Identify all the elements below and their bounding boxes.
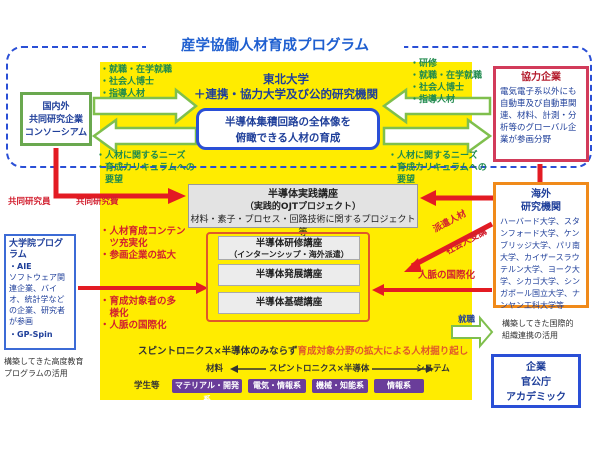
top-left-list: ・就職・在学就職 ・社会人博士 ・指導人材 — [100, 64, 172, 100]
grad-item-gpspin: ・GP-Spin — [9, 330, 53, 339]
practice-title: 半導体実践講座 — [268, 189, 338, 200]
domestic-consortium-box: 国内外 共同研究企業 コンソーシアム — [20, 92, 92, 146]
training-sub: （インターンシップ・海外派遣） — [229, 250, 349, 259]
left-need-item: ・人材に関するニーズ — [96, 151, 186, 161]
training-course: 半導体研修講座 （インターンシップ・海外派遣） — [218, 236, 360, 260]
axis-label-spin: スピントロニクス×半導体 — [266, 363, 373, 375]
goal-box: 半導体集積回路の全体像を 俯瞰できる人材の育成 — [196, 108, 380, 150]
top-right-item: ・研修 — [410, 59, 438, 69]
joint-research-arrow — [53, 148, 170, 199]
destination-item: 官公庁 — [521, 377, 551, 388]
lecture-bracket — [206, 232, 370, 322]
arrow-right-top-left — [92, 87, 199, 125]
partner-title: 協力企業 — [521, 72, 561, 83]
middle-bullet: ツ充実化 — [100, 238, 148, 249]
partner-arrowhead — [420, 190, 436, 206]
grad-caption-line: 構築してきた高度教育 — [4, 357, 84, 366]
destination-item: 企業 — [526, 362, 546, 373]
top-left-item: ・就職・在学就職 — [100, 65, 173, 75]
grad-item-aie: ・AIE — [9, 262, 32, 271]
goal-line-1: 半導体集積回路の全体像を — [225, 116, 351, 128]
right-needs-list: ・人材に関するニーズ ・育成カリキュラムへの 要望 — [388, 150, 487, 186]
middle-bullet: ・人脈の国際化 — [100, 320, 167, 331]
destination-item: アカデミック — [506, 392, 566, 403]
training-title: 半導体研修講座 — [255, 238, 323, 249]
right-need-item: ・人材に関するニーズ — [388, 151, 478, 161]
employment-arrow — [451, 315, 494, 349]
intl-caption-line: 組織連携の活用 — [502, 331, 558, 340]
left-needs-list: ・人材に関するニーズ ・育成カリキュラムへの 要望 — [96, 150, 195, 186]
grad-title: 大学院プログラム — [9, 239, 64, 260]
university-partners: ＋連携・協力大学及び公的研究機関 — [194, 87, 378, 101]
intl-caption-line: 構築してきた国際的 — [502, 319, 574, 328]
intl-arrowhead — [372, 284, 384, 296]
partner-companies-box: 協力企業 電気電子系以外にも自動車及び自動車関連、材料、計測・分析等のグローバル… — [493, 66, 589, 162]
consortium-line-1: 国内外 — [42, 102, 70, 112]
top-left-item: ・指導人材 — [100, 89, 146, 99]
top-left-item: ・社会人博士 — [100, 77, 155, 87]
grad-item-desc: ソフトウェア関連企業、バイオ、統計学などの企業、研究者が参画 — [9, 273, 65, 326]
practice-sub: （実践的OJTプロジェクト） — [244, 202, 362, 212]
dispatch-arrowhead — [404, 258, 422, 272]
middle-bullet: 様化 — [100, 308, 129, 319]
spin-line: スピントロニクス×半導体のみならず育成対象分野の拡大による人材掘り起し — [138, 346, 468, 358]
development-course: 半導体発展講座 — [218, 264, 360, 286]
dispatch-arrow — [410, 221, 494, 269]
consortium-line-3: コンソーシアム — [24, 128, 88, 138]
partner-text: 電気電子系以外にも自動車及び自動車関連、材料、計測・分析等のグローバル企業が参画… — [500, 87, 577, 145]
graduate-program-box: 大学院プログラム ・AIE ソフトウェア関連企業、バイオ、統計学などの企業、研究… — [4, 234, 76, 350]
top-right-item: ・社会人博士 — [410, 83, 465, 93]
practice-course-box: 半導体実践講座 （実践的OJTプロジェクト） 材料・素子・プロセス・回路技術に関… — [188, 184, 418, 238]
chip-mechanical: 機械・知能系 — [312, 379, 368, 393]
middle-bullets-bottom: ・育成対象者の多 様化 ・人脈の国際化 — [100, 296, 176, 332]
employment-label: 就職 — [458, 315, 476, 325]
overseas-text: ハーバード大学、スタンフォード大学、ケンブリッジ大学、パリ南大学、カイザースラウ… — [500, 217, 580, 310]
grad-caption-line: プログラムの活用 — [4, 369, 68, 378]
axis-arrowhead — [426, 365, 434, 373]
arrow-right-bottom-right — [382, 117, 493, 155]
intl-network-label: 人脈の国際化 — [418, 270, 476, 281]
left-need-item: 要望 — [96, 175, 124, 185]
arrow-left-bottom-left — [91, 117, 198, 155]
axis-arrowhead-left — [230, 365, 238, 373]
top-right-item: ・就職・在学就職 — [410, 71, 483, 81]
axis-label-system: システム — [416, 364, 450, 374]
overseas-title: 海外 研究機関 — [521, 189, 561, 213]
grad-caption: 構築してきた高度教育 プログラムの活用 — [4, 356, 84, 380]
joint-researcher-label: 共同研究員 — [8, 197, 51, 207]
arrow-left-top-right — [381, 87, 492, 125]
joint-research-arrowhead — [168, 188, 186, 204]
right-need-item: ・育成カリキュラムへの — [388, 163, 487, 173]
chip-information: 情報系 — [374, 379, 424, 393]
university-heading: 東北大学 ＋連携・協力大学及び公的研究機関 — [120, 72, 452, 102]
axis-label-materials: 材料 — [206, 364, 224, 374]
right-need-item: 要望 — [388, 175, 416, 185]
intl-caption: 構築してきた国際的 組織連携の活用 — [502, 318, 574, 342]
chip-electrical: 電気・情報系 — [248, 379, 306, 393]
middle-bullet: ・参画企業の拡大 — [100, 250, 177, 261]
destinations-box: 企業 官公庁 アカデミック — [491, 354, 581, 408]
top-right-item: ・指導人材 — [410, 95, 456, 105]
middle-bullet: ・人材育成コンテン — [100, 226, 186, 237]
university-name: 東北大学 — [263, 72, 309, 86]
consortium-line-2: 共同研究企業 — [28, 115, 83, 125]
middle-bullet: ・育成対象者の多 — [100, 296, 177, 307]
program-title: 産学協働人材育成プログラム — [146, 36, 404, 56]
left-need-item: ・育成カリキュラムへの — [96, 163, 195, 173]
spin-line-orange: 育成対象分野の拡大による人材掘り起し — [297, 346, 469, 357]
top-right-list: ・研修 ・就職・在学就職 ・社会人博士 ・指導人材 — [410, 58, 482, 106]
middle-bullets-top: ・人材育成コンテン ツ充実化 ・参画企業の拡大 — [100, 226, 186, 262]
joint-research-funds-label: 共同研究費 — [76, 197, 119, 207]
chip-materials: マテリアル・開発系 — [172, 379, 242, 404]
overseas-institutes-box: 海外 研究機関 ハーバード大学、スタンフォード大学、ケンブリッジ大学、パリ南大学… — [493, 182, 589, 310]
spin-line-black: スピントロニクス×半導体のみならず — [138, 346, 298, 357]
students-label: 学生等 — [134, 381, 160, 391]
basic-course: 半導体基礎講座 — [218, 292, 360, 314]
goal-line-2: 俯瞰できる人材の育成 — [235, 132, 341, 144]
grad-arrowhead — [196, 282, 208, 294]
